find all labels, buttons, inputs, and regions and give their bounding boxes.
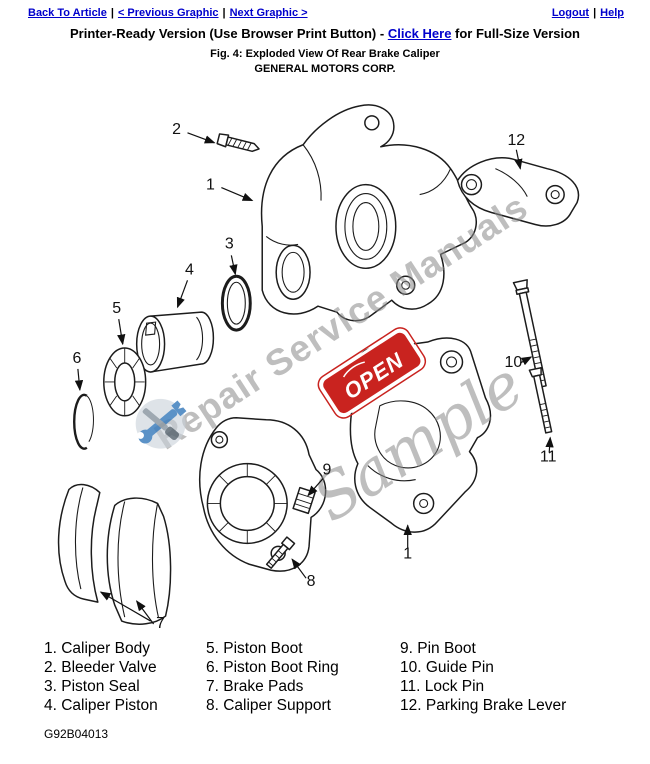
legend-item: 5. Piston Boot xyxy=(206,640,303,657)
printer-ready-text: Printer-Ready Version (Use Browser Print… xyxy=(69,26,388,41)
callout-labels: 2 1 12 3 4 5 6 7 9 10 11 8 1 xyxy=(72,121,556,632)
help-link[interactable]: Help xyxy=(600,7,624,19)
legend-column-1: 1. Caliper Body 2. Bleeder Valve 3. Pist… xyxy=(44,639,206,715)
piston-boot-part xyxy=(103,347,147,417)
lock-pin-part xyxy=(528,366,553,434)
callout-piston: 4 xyxy=(185,261,194,278)
callout-lever: 12 xyxy=(507,132,525,149)
diagram-area: Repair Service Manuals Sample OPEN xyxy=(0,77,650,635)
tools-watermark-icon xyxy=(135,398,187,449)
callout-boot: 5 xyxy=(112,300,121,317)
brake-pads-part xyxy=(57,483,172,625)
legend-item: 2. Bleeder Valve xyxy=(44,659,157,676)
callout-bleeder: 2 xyxy=(172,121,181,138)
legend-column-2: 5. Piston Boot 6. Piston Boot Ring 7. Br… xyxy=(206,639,400,715)
previous-graphic-link[interactable]: < Previous Graphic xyxy=(117,7,219,19)
legend-item: 1. Caliper Body xyxy=(44,640,150,657)
parking-brake-lever-part xyxy=(456,157,580,227)
top-nav: Back To Article|< Previous Graphic|Next … xyxy=(0,0,650,21)
printer-ready-line: Printer-Ready Version (Use Browser Print… xyxy=(0,26,650,41)
piston-boot-ring-part xyxy=(73,393,94,450)
printer-ready-suffix: for Full-Size Version xyxy=(451,26,580,41)
legend-item: 4. Caliper Piston xyxy=(44,697,158,714)
legend-item: 3. Piston Seal xyxy=(44,678,140,695)
legend-item: 12. Parking Brake Lever xyxy=(400,697,567,714)
document-id: G92B04013 xyxy=(44,727,109,741)
caliper-body-part xyxy=(260,104,477,322)
back-to-article-link[interactable]: Back To Article xyxy=(28,7,107,19)
legend-column-3: 9. Pin Boot 10. Guide Pin 11. Lock Pin 1… xyxy=(400,639,566,715)
callout-guide-pin: 10 xyxy=(504,354,522,371)
legend-item: 11. Lock Pin xyxy=(400,678,485,695)
callout-pads: 7 xyxy=(156,615,165,632)
callout-body-upper: 1 xyxy=(206,177,215,194)
legend-item: 8. Caliper Support xyxy=(206,697,331,714)
parts-legend: 1. Caliper Body 2. Bleeder Valve 3. Pist… xyxy=(0,639,650,715)
caliper-housing-front-part xyxy=(198,417,327,572)
callout-pin-boot: 9 xyxy=(323,462,332,479)
logout-link[interactable]: Logout xyxy=(551,7,590,19)
nav-separator: | xyxy=(110,7,114,19)
legend-item: 7. Brake Pads xyxy=(206,678,304,695)
callout-lock-pin: 11 xyxy=(540,449,557,466)
bleeder-valve-part xyxy=(216,133,260,153)
callout-boot-ring: 6 xyxy=(72,350,81,367)
callout-body-lower: 1 xyxy=(403,545,412,562)
nav-separator: | xyxy=(222,7,226,19)
next-graphic-link[interactable]: Next Graphic > xyxy=(229,7,308,19)
nav-separator: | xyxy=(593,7,597,19)
legend-item: 6. Piston Boot Ring xyxy=(206,659,339,676)
caliper-piston-part xyxy=(135,311,215,373)
piston-seal-part xyxy=(220,274,252,332)
leader-lines xyxy=(74,132,554,625)
legend-item: 10. Guide Pin xyxy=(400,659,494,676)
full-size-link[interactable]: Click Here xyxy=(387,26,452,41)
company-name: GENERAL MOTORS CORP. xyxy=(254,63,396,75)
support-bolt-part xyxy=(265,536,296,569)
callout-seal: 3 xyxy=(225,235,234,252)
figure-caption: Fig. 4: Exploded View Of Rear Brake Cali… xyxy=(210,48,440,60)
exploded-diagram: Repair Service Manuals Sample OPEN xyxy=(57,104,580,632)
legend-item: 9. Pin Boot xyxy=(400,640,476,657)
callout-support: 8 xyxy=(307,573,316,590)
